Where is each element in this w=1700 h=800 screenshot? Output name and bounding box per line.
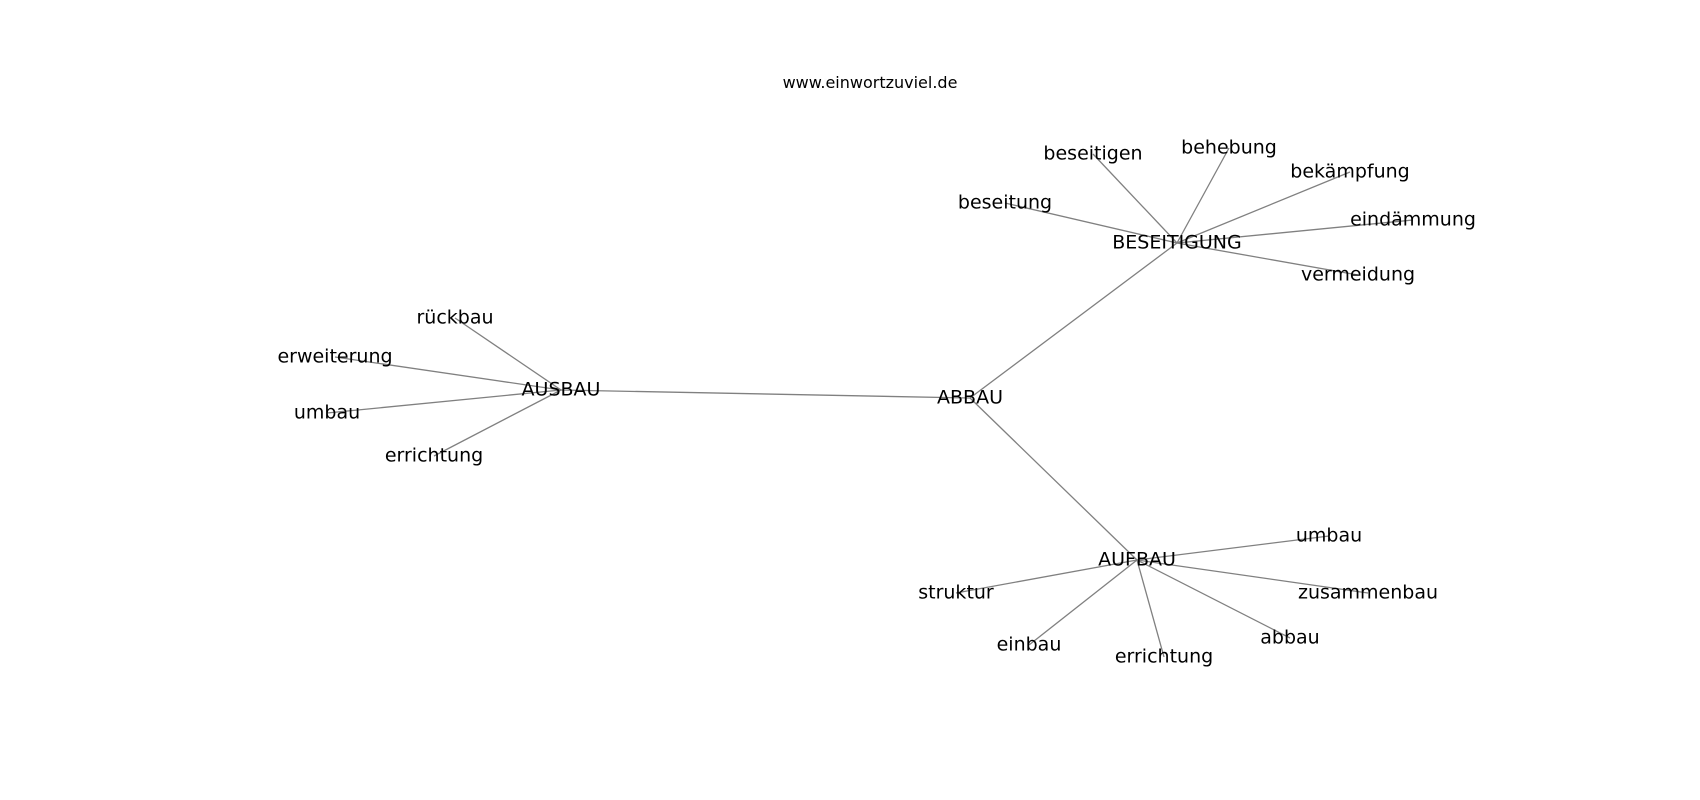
node-abbau-leaf: abbau <box>1260 627 1319 649</box>
node-einbau: einbau <box>997 634 1062 656</box>
node-errichtung-1: errichtung <box>385 445 483 467</box>
site-url: www.einwortzuviel.de <box>783 73 958 92</box>
node-umbau-2: umbau <box>1296 525 1362 547</box>
edge-beseitigung-vermeidung <box>1176 242 1359 276</box>
node-beseitung: beseitung <box>958 192 1052 214</box>
edge-aufbau-struktur <box>955 559 1138 594</box>
edge-aufbau-zusammenbau <box>1136 559 1369 594</box>
edge-aufbau-errichtung_2 <box>1136 559 1165 658</box>
edge-aufbau-abbau_leaf <box>1136 559 1291 639</box>
edge-beseitigung-beseitung <box>1004 202 1178 244</box>
node-ausbau: AUSBAU <box>522 379 601 401</box>
node-beseitigung: BESEITIGUNG <box>1112 232 1241 254</box>
graph-nodes: ABBAU BESEITIGUNG AUSBAU AUFBAU beseitigen be… <box>277 137 1475 668</box>
node-bekaempfung: bekämpfung <box>1290 161 1409 183</box>
node-erweiterung: erweiterung <box>277 346 392 368</box>
node-eindaemmung: eindämmung <box>1350 209 1476 231</box>
graph-edges <box>326 147 1414 658</box>
edge-beseitigung-eindaemmung <box>1176 219 1414 244</box>
node-errichtung-2: errichtung <box>1115 646 1213 668</box>
edge-ausbau-umbau_1 <box>326 389 562 414</box>
edge-beseitigung-bekaempfung <box>1176 171 1351 244</box>
edge-abbau_center-beseitigung <box>969 242 1178 399</box>
node-vermeidung: vermeidung <box>1301 264 1415 286</box>
edge-ausbau-erweiterung <box>334 356 562 391</box>
edge-beseitigung-beseitigen <box>1092 153 1178 244</box>
node-aufbau: AUFBAU <box>1098 549 1176 571</box>
node-rueckbau: rückbau <box>416 307 493 329</box>
node-behebung: behebung <box>1181 137 1277 159</box>
edge-aufbau-einbau <box>1028 559 1138 646</box>
node-abbau-center: ABBAU <box>937 387 1003 409</box>
edge-abbau_center-aufbau <box>969 397 1138 561</box>
node-beseitigen: beseitigen <box>1043 143 1142 165</box>
edge-ausbau-rueckbau <box>454 317 562 391</box>
edge-beseitigung-behebung <box>1176 147 1230 244</box>
edge-aufbau-umbau_2 <box>1136 535 1330 561</box>
edge-ausbau-errichtung_1 <box>433 389 562 457</box>
node-struktur: struktur <box>918 582 994 604</box>
edge-abbau_center-ausbau <box>560 389 971 399</box>
node-umbau-1: umbau <box>294 402 360 424</box>
node-zusammenbau: zusammenbau <box>1298 582 1438 604</box>
